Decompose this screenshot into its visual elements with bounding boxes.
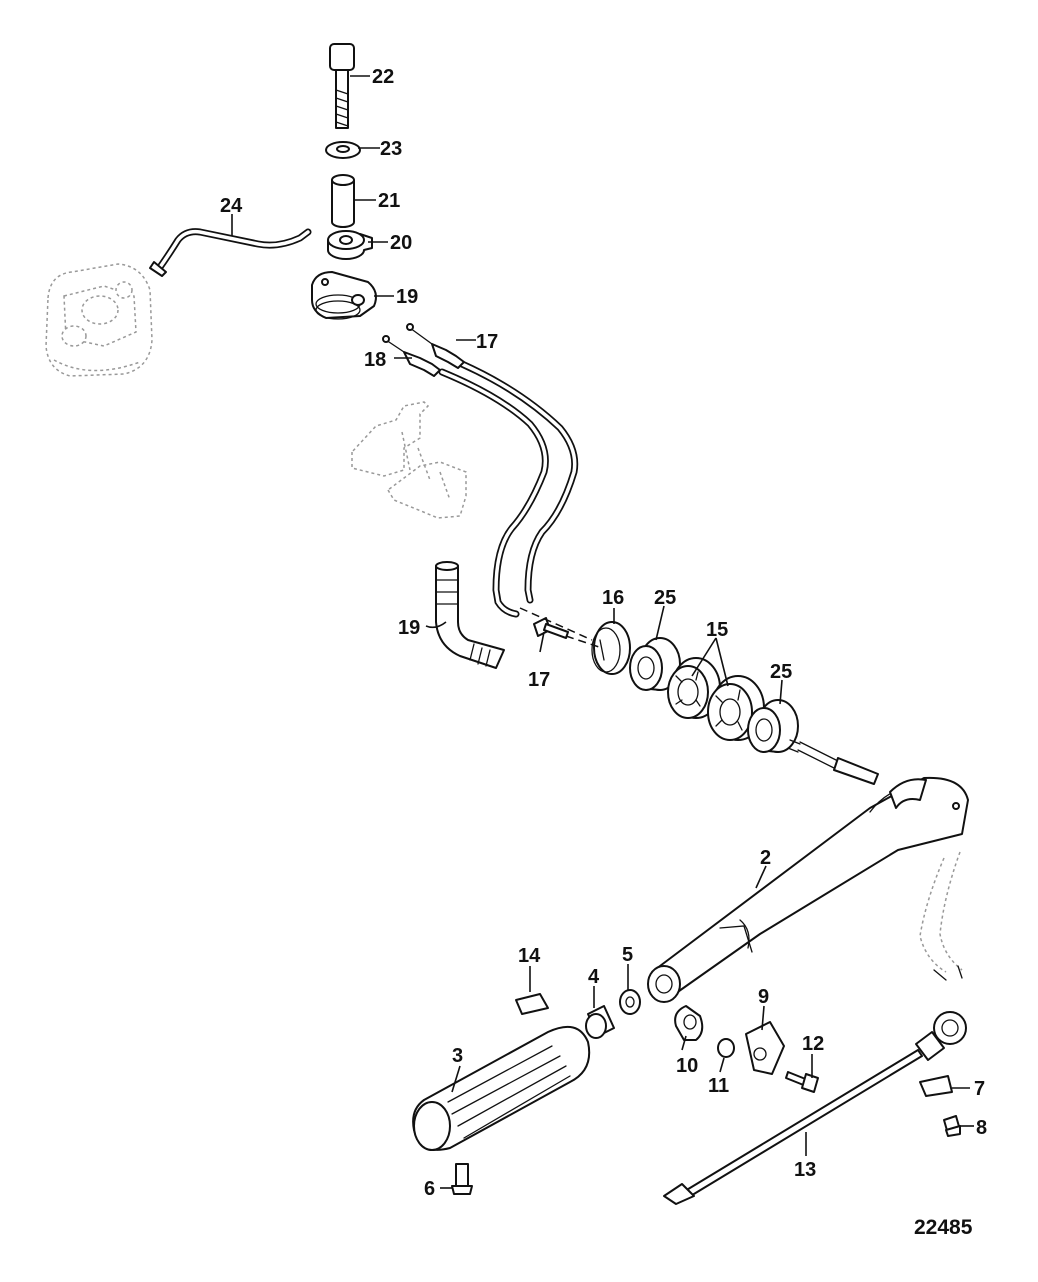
part-19-throttle-cam	[311, 271, 377, 320]
callout-labels: 22 23 21 20 19 24 17 18 19 17 16 25 15 2…	[220, 66, 987, 1239]
carburetor-reference-ghost	[45, 263, 153, 377]
callout-19: 19	[396, 286, 418, 308]
callout-21: 21	[378, 190, 400, 212]
callout-25-upper: 25	[654, 587, 676, 609]
part-24-hose	[149, 228, 312, 277]
part-1-tiller-handle	[647, 739, 969, 1003]
callout-15: 16	[602, 587, 624, 609]
part-20-bushing	[327, 230, 373, 260]
part-5-screw	[451, 1163, 473, 1195]
callout-3: 4	[588, 966, 600, 988]
part-25-bushing-lower	[747, 699, 799, 753]
part-6-clip	[919, 1075, 953, 1097]
part-17-throttle-cables	[382, 323, 579, 618]
callout-18: 19	[398, 617, 420, 639]
callout-7: 8	[976, 1117, 987, 1139]
callout-24: 24	[220, 195, 243, 217]
callout-20: 20	[390, 232, 412, 254]
part-13-decal	[515, 993, 549, 1015]
part-9-bushing	[674, 1005, 704, 1041]
part-2-twist-grip	[412, 1025, 591, 1151]
callout-22: 22	[372, 66, 394, 88]
part-16-screw	[533, 617, 569, 639]
callout-9: 10	[676, 1055, 698, 1077]
part-8-bracket	[745, 1021, 785, 1075]
callout-1: 2	[760, 847, 771, 869]
leader-lines	[231, 75, 974, 1189]
callout-4: 5	[622, 944, 633, 966]
part-18-elbow-grommet	[435, 561, 505, 669]
callout-17-lower: 18	[364, 349, 386, 371]
part-12-throttle-rod	[663, 1011, 967, 1205]
callout-13: 14	[518, 945, 541, 967]
callout-14: 15	[706, 619, 728, 641]
part-15-retainer-plate	[591, 621, 631, 675]
alignment-lines	[519, 607, 603, 649]
callout-16: 17	[528, 669, 550, 691]
callout-17-upper: 17	[476, 331, 498, 353]
part-10-insert	[717, 1038, 735, 1058]
callout-2: 3	[452, 1045, 463, 1067]
callout-12: 13	[794, 1159, 816, 1181]
part-21-spacer	[331, 174, 355, 228]
part-3-sleeve	[585, 1005, 615, 1039]
callout-5: 6	[424, 1178, 435, 1200]
part-7-screw	[943, 1115, 961, 1137]
figure-number: 22485	[914, 1216, 973, 1239]
callout-8: 9	[758, 986, 769, 1008]
part-11-screw	[785, 1071, 819, 1093]
callout-6: 7	[974, 1078, 985, 1100]
bracket-reference-ghost	[351, 401, 467, 519]
callout-11: 12	[802, 1033, 824, 1055]
part-14-gear-left	[667, 657, 721, 719]
part-25-bushing-upper	[629, 637, 681, 691]
callout-25-lower: 25	[770, 661, 792, 683]
callout-10: 11	[708, 1075, 729, 1097]
part-4-washer	[619, 989, 641, 1015]
callout-23: 23	[380, 138, 402, 160]
part-22-bolt	[329, 43, 355, 129]
part-23-washer	[325, 141, 361, 159]
